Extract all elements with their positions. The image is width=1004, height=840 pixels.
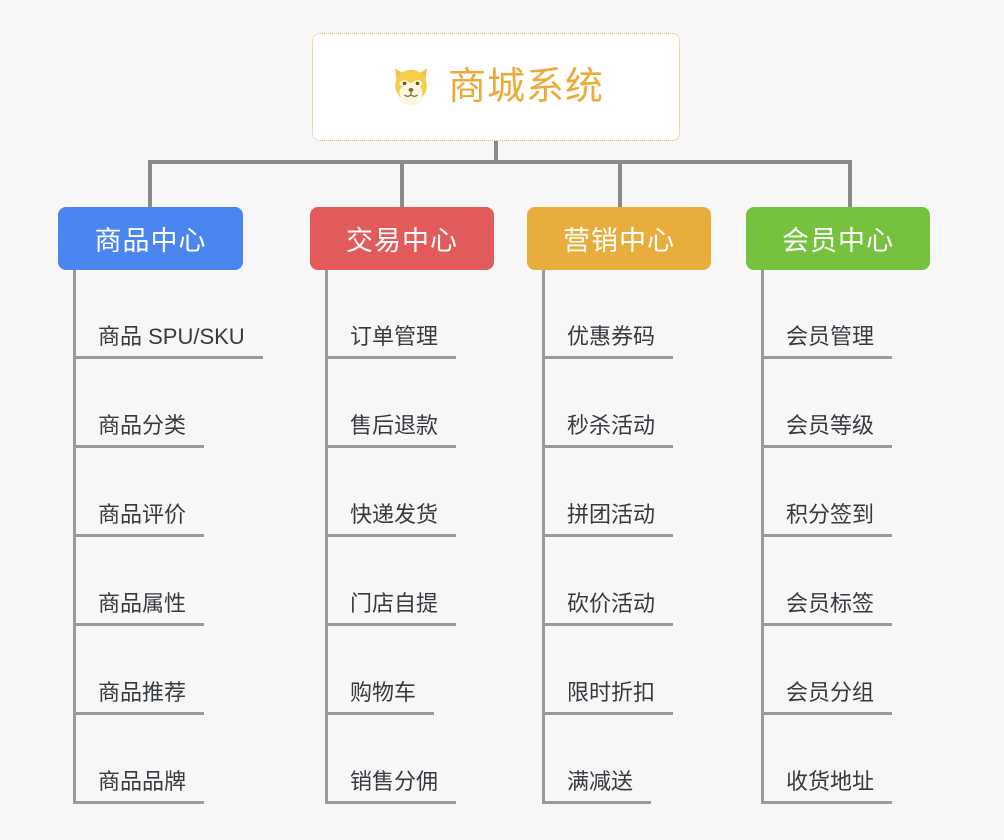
- leaf-item[interactable]: 优惠券码: [545, 270, 711, 359]
- category-children-2: 订单管理 售后退款 快递发货 门店自提 购物车 销售分佣: [325, 270, 494, 804]
- leaf-item[interactable]: 会员分组: [764, 626, 930, 715]
- leaf-label: 会员管理: [764, 324, 893, 359]
- category-children-3: 优惠券码 秒杀活动 拼团活动 砍价活动 限时折扣 满减送: [542, 270, 711, 804]
- leaf-label: 收货地址: [764, 769, 893, 804]
- leaf-item[interactable]: 商品分类: [76, 359, 243, 448]
- connector-drop-4: [848, 160, 852, 208]
- category-children-1: 商品 SPU/SKU 商品分类 商品评价 商品属性 商品推荐 商品品牌: [73, 270, 263, 804]
- leaf-item[interactable]: 购物车: [328, 626, 494, 715]
- leaf-label: 优惠券码: [545, 324, 674, 359]
- leaf-label: 购物车: [328, 680, 435, 715]
- leaf-label: 积分签到: [764, 502, 893, 537]
- leaf-label: 商品推荐: [76, 680, 205, 715]
- leaf-label: 订单管理: [328, 324, 457, 359]
- leaf-label: 满减送: [545, 769, 652, 804]
- leaf-label: 门店自提: [328, 591, 457, 626]
- leaf-label: 拼团活动: [545, 502, 674, 537]
- leaf-label: 销售分佣: [328, 769, 457, 804]
- connector-drop-1: [148, 160, 152, 208]
- leaf-item[interactable]: 会员标签: [764, 537, 930, 626]
- leaf-item[interactable]: 销售分佣: [328, 715, 494, 804]
- leaf-item[interactable]: 砍价活动: [545, 537, 711, 626]
- leaf-item[interactable]: 限时折扣: [545, 626, 711, 715]
- leaf-item[interactable]: 售后退款: [328, 359, 494, 448]
- leaf-item[interactable]: 商品推荐: [76, 626, 243, 715]
- leaf-item[interactable]: 商品 SPU/SKU: [76, 270, 263, 359]
- leaf-item[interactable]: 收货地址: [764, 715, 930, 804]
- leaf-item[interactable]: 订单管理: [328, 270, 494, 359]
- leaf-item[interactable]: 门店自提: [328, 537, 494, 626]
- shiba-dog-face-icon: [395, 68, 427, 106]
- leaf-item[interactable]: 会员管理: [764, 270, 930, 359]
- category-column-4: 会员中心 会员管理 会员等级 积分签到 会员标签 会员分组 收货地址: [746, 207, 930, 804]
- leaf-item[interactable]: 商品品牌: [76, 715, 243, 804]
- connector-drop-2: [400, 160, 404, 208]
- root-title: 商城系统: [447, 66, 604, 108]
- leaf-item[interactable]: 满减送: [545, 715, 711, 804]
- leaf-label: 快递发货: [328, 502, 457, 537]
- leaf-label: 限时折扣: [545, 680, 674, 715]
- category-header-label: 交易中心: [346, 226, 458, 256]
- category-children-4: 会员管理 会员等级 积分签到 会员标签 会员分组 收货地址: [761, 270, 930, 804]
- leaf-label: 秒杀活动: [545, 413, 674, 448]
- leaf-item[interactable]: 拼团活动: [545, 448, 711, 537]
- category-header-label: 商品中心: [94, 226, 207, 256]
- category-column-2: 交易中心 订单管理 售后退款 快递发货 门店自提 购物车 销售分佣: [310, 207, 494, 804]
- leaf-item[interactable]: 会员等级: [764, 359, 930, 448]
- leaf-label: 会员标签: [764, 591, 893, 626]
- category-column-3: 营销中心 优惠券码 秒杀活动 拼团活动 砍价活动 限时折扣 满减送: [527, 207, 711, 804]
- category-header-label: 会员中心: [782, 226, 894, 256]
- leaf-item[interactable]: 商品属性: [76, 537, 243, 626]
- category-header-3[interactable]: 营销中心: [527, 207, 711, 270]
- root-node[interactable]: 商城系统: [312, 33, 680, 141]
- category-column-1: 商品中心 商品 SPU/SKU 商品分类 商品评价 商品属性 商品推荐 商品品牌: [58, 207, 263, 804]
- category-header-4[interactable]: 会员中心: [746, 207, 930, 270]
- leaf-item[interactable]: 秒杀活动: [545, 359, 711, 448]
- connector-root-stem: [494, 141, 498, 163]
- leaf-item[interactable]: 积分签到: [764, 448, 930, 537]
- leaf-label: 商品品牌: [76, 769, 205, 804]
- connector-drop-3: [618, 160, 622, 208]
- leaf-label: 商品 SPU/SKU: [76, 324, 263, 359]
- leaf-label: 商品评价: [76, 502, 205, 537]
- leaf-label: 商品属性: [76, 591, 205, 626]
- category-header-2[interactable]: 交易中心: [310, 207, 494, 270]
- category-header-label: 营销中心: [563, 226, 675, 256]
- category-header-1[interactable]: 商品中心: [58, 207, 243, 270]
- connector-horizontal-bus: [148, 160, 852, 164]
- leaf-label: 会员等级: [764, 413, 893, 448]
- leaf-label: 商品分类: [76, 413, 205, 448]
- leaf-label: 会员分组: [764, 680, 893, 715]
- leaf-item[interactable]: 商品评价: [76, 448, 243, 537]
- leaf-label: 砍价活动: [545, 591, 674, 626]
- leaf-label: 售后退款: [328, 413, 457, 448]
- leaf-item[interactable]: 快递发货: [328, 448, 494, 537]
